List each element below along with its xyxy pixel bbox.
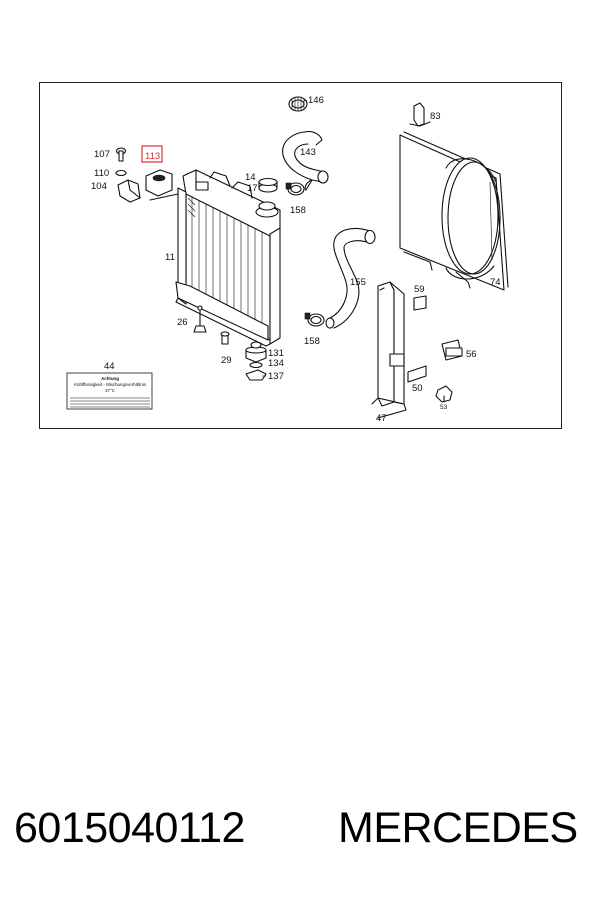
part-113-rubber-mount[interactable] <box>145 169 179 201</box>
callout-107[interactable]: 107 <box>94 149 110 160</box>
part-47-cooler[interactable] <box>371 281 407 419</box>
part-56-clamp[interactable] <box>441 339 463 361</box>
warning-label-line2: 37°C <box>105 388 115 393</box>
warning-label-line1: Kühlflüssigkeit - Mischungsverhältnis <box>74 382 147 387</box>
part-155-hose[interactable] <box>325 227 376 329</box>
callout-146[interactable]: 146 <box>308 95 324 106</box>
radiator[interactable] <box>175 169 281 347</box>
part-14-cap[interactable] <box>258 177 278 193</box>
callout-113-highlight-box <box>141 145 163 163</box>
part-50-bracket[interactable] <box>407 365 427 383</box>
part-131-mount[interactable] <box>245 341 267 363</box>
part-143-hose[interactable] <box>282 130 329 191</box>
callout-29[interactable]: 29 <box>221 355 232 366</box>
part-137-bracket[interactable] <box>245 369 267 381</box>
callout-17[interactable]: 17 <box>247 183 258 194</box>
part-110-washer[interactable] <box>115 169 127 177</box>
part-107-bolt[interactable] <box>115 147 127 162</box>
part-158-clamp-top[interactable] <box>285 182 305 196</box>
part-134-washer[interactable] <box>249 361 263 369</box>
fan-shroud[interactable] <box>399 131 509 291</box>
warning-label-title: Achtung <box>101 376 119 381</box>
diagram-frame <box>39 82 562 429</box>
part-59-clip[interactable] <box>413 295 427 311</box>
callout-74[interactable]: 74 <box>490 277 501 288</box>
callout-44[interactable]: 44 <box>104 361 115 372</box>
callout-155[interactable]: 155 <box>350 277 366 288</box>
callout-11[interactable]: 11 <box>165 252 175 263</box>
callout-14[interactable]: 14 <box>245 172 256 183</box>
part-53-bolt[interactable] <box>435 385 453 403</box>
callout-113[interactable]: 113 <box>145 151 160 162</box>
callout-131[interactable]: 131 <box>268 348 284 359</box>
callout-158-top[interactable]: 158 <box>290 205 306 216</box>
callout-labels: 146 83 107 113 143 110 104 14 17 158 11 … <box>91 95 501 424</box>
callout-137[interactable]: 137 <box>268 371 284 382</box>
callout-47[interactable]: 47 <box>376 413 387 424</box>
part-26-drain-plug[interactable] <box>193 305 207 333</box>
brand-name: MERCEDES <box>338 804 578 852</box>
callout-104[interactable]: 104 <box>91 181 107 192</box>
part-number: 6015040112 <box>14 804 245 852</box>
callout-110[interactable]: 110 <box>94 168 109 179</box>
part-158-clamp-bottom[interactable] <box>304 312 325 327</box>
callout-53[interactable]: 53 <box>440 404 448 411</box>
footer: 6015040112 MERCEDES <box>0 800 600 870</box>
callout-26[interactable]: 26 <box>177 317 188 328</box>
callout-143[interactable]: 143 <box>300 147 316 158</box>
part-29-plug[interactable] <box>220 331 230 345</box>
callout-56[interactable]: 56 <box>466 349 477 360</box>
callout-134[interactable]: 134 <box>268 358 284 369</box>
part-44-warning-label[interactable]: Achtung Kühlflüssigkeit - Mischungsverhä… <box>66 372 153 410</box>
part-146-clamp[interactable] <box>288 96 308 112</box>
callout-50[interactable]: 50 <box>412 383 423 394</box>
part-83-bracket[interactable] <box>409 102 431 127</box>
callout-83[interactable]: 83 <box>430 111 441 122</box>
callout-158-bottom[interactable]: 158 <box>304 336 320 347</box>
part-104-bracket[interactable] <box>117 179 141 203</box>
callout-59[interactable]: 59 <box>414 284 425 295</box>
